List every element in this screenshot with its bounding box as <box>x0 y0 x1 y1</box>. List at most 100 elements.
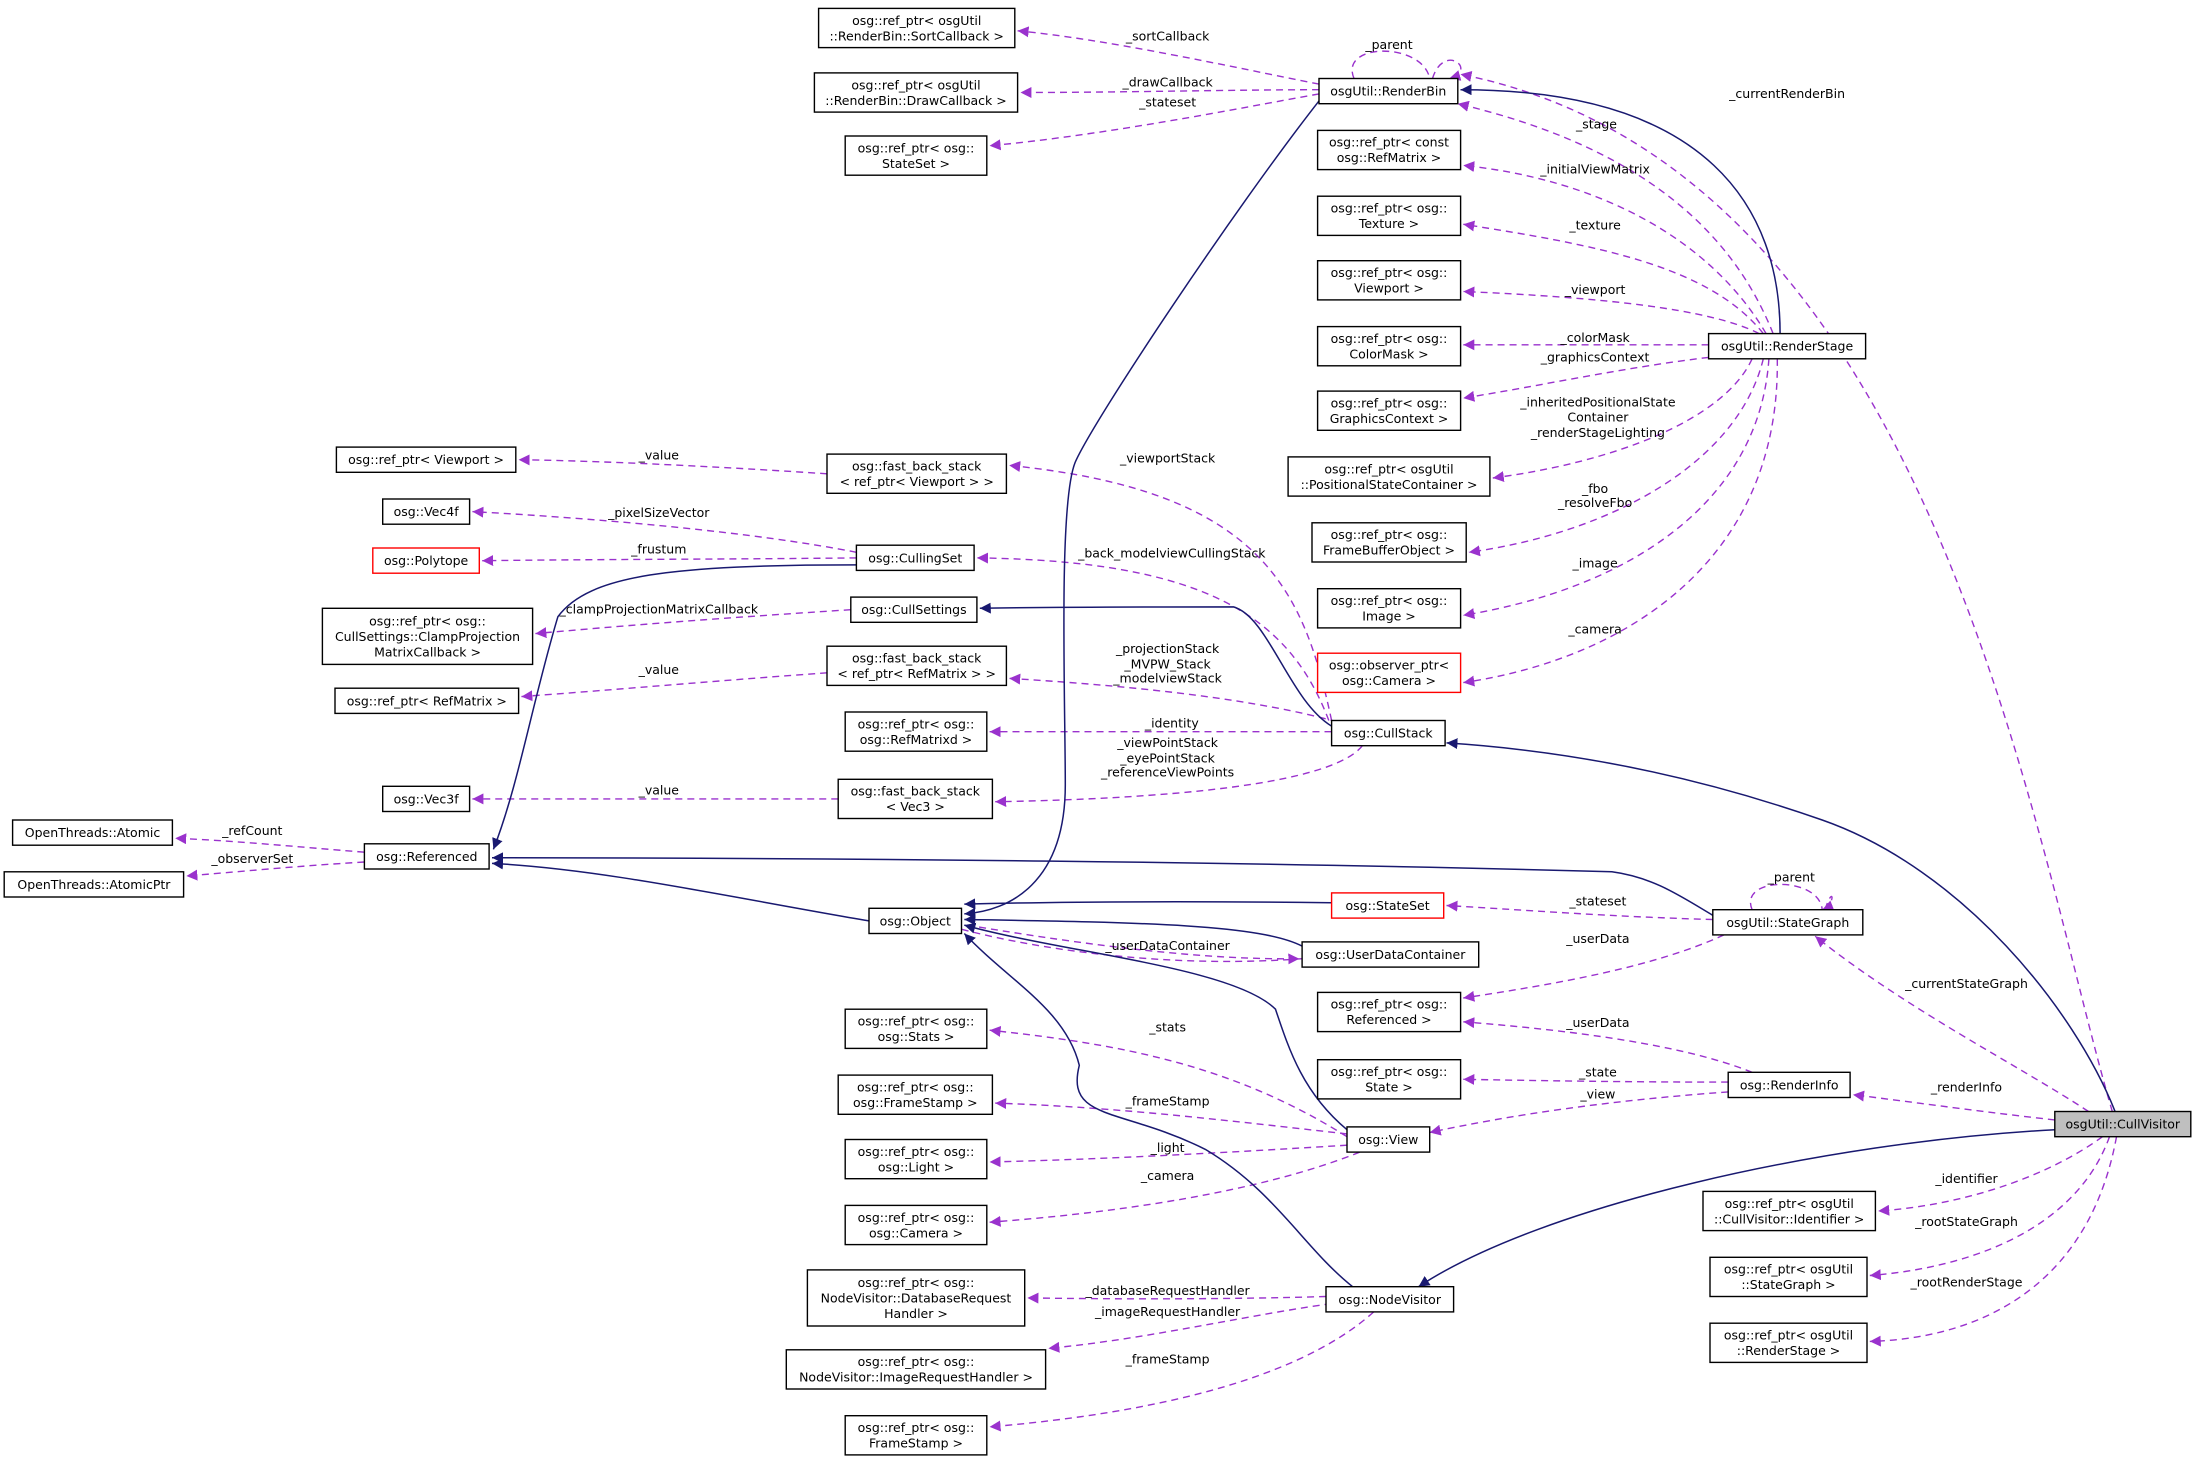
e-frustum-edge: _frustum <box>482 542 857 567</box>
class-node-rootrs[interactable]: osg::ref_ptr< osgUtil::RenderStage > <box>1709 1322 1868 1364</box>
class-node-framestamp2[interactable]: osg::ref_ptr< osg::FrameStamp > <box>844 1414 988 1456</box>
i-cs-cullset-edge <box>979 602 1332 727</box>
e-view-edge: _view <box>1429 1087 1729 1136</box>
class-node-nodevisitor[interactable]: osg::NodeVisitor <box>1325 1285 1455 1313</box>
class-name-line: osg::ref_ptr< osgUtil <box>1725 1196 1854 1211</box>
class-name-line: osg::ref_ptr< const <box>1329 135 1449 150</box>
class-node-cullstack[interactable]: osg::CullStack <box>1330 719 1446 747</box>
i-ss-obj-edge <box>964 898 1332 910</box>
class-node-object[interactable]: osg::Object <box>868 907 963 935</box>
edge-label: _light <box>1150 1140 1185 1155</box>
class-box <box>844 1414 988 1456</box>
edge-label: _projectionStack <box>1115 641 1220 656</box>
e-sortcb-edge: _sortCallback <box>1017 26 1320 85</box>
class-box <box>806 1269 1026 1327</box>
e-frustum-line <box>482 555 857 567</box>
i-cv-nv-edge <box>1418 1128 2055 1288</box>
e-stats-edge: _stats <box>989 1019 1348 1138</box>
class-node-atomicptr[interactable]: OpenThreads::AtomicPtr <box>3 871 185 898</box>
i-nv-obj-line <box>963 932 1354 1288</box>
class-node-cullsettings[interactable]: osg::CullSettings <box>850 596 978 623</box>
edge-label: _identifier <box>1934 1171 1998 1186</box>
class-node-obscam[interactable]: osg::observer_ptr<osg::Camera > <box>1316 652 1462 694</box>
class-node-fbs_rm[interactable]: osg::fast_back_stack< ref_ptr< RefMatrix… <box>826 645 1008 687</box>
class-name-line: osg::CullingSet <box>868 550 962 565</box>
class-node-viewport_ref[interactable]: osg::ref_ptr< osg::Viewport > <box>1316 260 1462 301</box>
class-node-texture[interactable]: osg::ref_ptr< osg::Texture > <box>1316 195 1462 237</box>
class-node-stategraph[interactable]: osgUtil::StateGraph <box>1712 909 1864 936</box>
class-node-refmatrixd[interactable]: osg::ref_ptr< osg::osg::RefMatrixd > <box>844 711 988 752</box>
class-node-psc[interactable]: osg::ref_ptr< osgUtil::PositionalStateCo… <box>1287 456 1491 497</box>
class-node-dbrh[interactable]: osg::ref_ptr< osg::NodeVisitor::Database… <box>806 1269 1026 1327</box>
class-node-cullingset[interactable]: osg::CullingSet <box>855 544 975 572</box>
class-node-refmatrix[interactable]: osg::ref_ptr< RefMatrix > <box>334 687 520 715</box>
class-node-colormask[interactable]: osg::ref_ptr< osg::ColorMask > <box>1316 325 1462 367</box>
class-box <box>837 1074 994 1115</box>
edge-label: _parent <box>1364 37 1412 52</box>
class-node-vec4f[interactable]: osg::Vec4f <box>382 498 471 525</box>
class-name-line: osg::ref_ptr< osgUtil <box>1724 1328 1853 1343</box>
class-node-renderbin[interactable]: osgUtil::RenderBin <box>1318 77 1459 105</box>
i-cullingset-ref-edge <box>492 564 857 850</box>
class-node-vec3f[interactable]: osg::Vec3f <box>382 785 471 813</box>
class-name-line: osg::ref_ptr< osg:: <box>858 140 975 155</box>
class-node-fbo[interactable]: osg::ref_ptr< osg::FrameBufferObject > <box>1311 522 1467 563</box>
class-node-gc[interactable]: osg::ref_ptr< osg::GraphicsContext > <box>1316 390 1462 432</box>
class-node-sortcb[interactable]: osg::ref_ptr< osgUtil::RenderBin::SortCa… <box>817 7 1016 49</box>
e-psc-edge: _inheritedPositionalStateContainer_rende… <box>1492 358 1753 483</box>
e-clampcb-line <box>535 609 851 639</box>
e-viewport-edge: _viewport <box>1463 282 1760 335</box>
class-node-state[interactable]: osg::ref_ptr< osg::State > <box>1316 1058 1462 1100</box>
class-box <box>1287 456 1491 497</box>
class-node-stats[interactable]: osg::ref_ptr< osg::osg::Stats > <box>844 1008 988 1050</box>
edge-label: _stateset <box>1568 893 1626 908</box>
class-node-udc[interactable]: osg::UserDataContainer <box>1301 941 1480 968</box>
class-node-drawcb[interactable]: osg::ref_ptr< osgUtil::RenderBin::DrawCa… <box>813 72 1019 113</box>
class-node-clampcb[interactable]: osg::ref_ptr< osg::CullSettings::ClampPr… <box>321 607 534 666</box>
edge-label: _rootRenderStage <box>1910 1275 2023 1290</box>
class-name-line: ::RenderBin::SortCallback > <box>829 28 1003 43</box>
class-node-stateset[interactable]: osg::StateSet <box>1330 892 1445 919</box>
class-name-line: osg::ref_ptr< osgUtil <box>1324 461 1453 476</box>
e-camera-rs-edge: _camera <box>1463 358 1779 687</box>
class-node-view[interactable]: osg::View <box>1346 1126 1431 1153</box>
class-name-line: FrameBufferObject > <box>1323 543 1455 558</box>
e-rootsg-line <box>1869 1136 2111 1281</box>
class-node-stateset_ref[interactable]: osg::ref_ptr< osg::StateSet > <box>844 135 988 176</box>
e-clampcb-edge: _clampProjectionMatrixCallback <box>535 602 851 639</box>
e-fbo-edge: _fbo_resolveFbo <box>1468 358 1764 557</box>
e-framestamp1-line <box>995 1097 1348 1135</box>
class-node-identifier[interactable]: osg::ref_ptr< osgUtil::CullVisitor::Iden… <box>1702 1190 1877 1232</box>
i-nv-obj-edge <box>963 932 1354 1288</box>
class-node-renderstage[interactable]: osgUtil::RenderStage <box>1707 332 1867 360</box>
class-node-referenced_ref[interactable]: osg::ref_ptr< osg::Referenced > <box>1316 991 1462 1033</box>
class-box <box>1712 909 1864 936</box>
class-box <box>1316 652 1462 694</box>
class-node-atomic[interactable]: OpenThreads::Atomic <box>11 819 174 846</box>
class-node-framestamp1[interactable]: osg::ref_ptr< osg::osg::FrameStamp > <box>837 1074 994 1115</box>
class-node-renderinfo[interactable]: osg::RenderInfo <box>1727 1071 1851 1099</box>
class-node-polytope[interactable]: osg::Polytope <box>372 547 480 574</box>
class-node-vp2[interactable]: osg::ref_ptr< Viewport > <box>335 446 517 474</box>
class-name-line: osg::ref_ptr< osg:: <box>858 1014 975 1029</box>
edge-label: _observerSet <box>210 851 293 866</box>
class-node-fbs_vp[interactable]: osg::fast_back_stack< ref_ptr< Viewport … <box>826 453 1008 495</box>
class-node-referenced[interactable]: osg::Referenced <box>363 843 490 870</box>
edge-label: _frustum <box>630 542 686 557</box>
e-projstack-edge: _projectionStack_MVPW_Stack_modelviewSta… <box>1009 641 1338 723</box>
class-box <box>826 453 1008 495</box>
class-node-fbs_v3[interactable]: osg::fast_back_stack< Vec3 > <box>837 778 994 820</box>
class-node-image[interactable]: osg::ref_ptr< osg::Image > <box>1316 588 1462 629</box>
e-value-vp-edge: _value <box>518 448 828 475</box>
class-name-line: osg::observer_ptr< <box>1329 658 1449 673</box>
class-name-line: Referenced > <box>1346 1012 1431 1027</box>
e-stage-edge: _stage <box>1457 100 1774 334</box>
class-node-irh[interactable]: osg::ref_ptr< osg::NodeVisitor::ImageReq… <box>785 1349 1047 1390</box>
edge-label: _viewport <box>1564 282 1626 297</box>
class-node-light[interactable]: osg::ref_ptr< osg::osg::Light > <box>844 1138 988 1180</box>
class-node-camera[interactable]: osg::ref_ptr< osg::osg::Camera > <box>844 1204 988 1246</box>
class-node-cullvisitor[interactable]: osgUtil::CullVisitor <box>2054 1110 2192 1138</box>
class-node-rootsg[interactable]: osg::ref_ptr< osgUtil::StateGraph > <box>1709 1256 1868 1298</box>
e-identifier-edge: _identifier <box>1878 1136 2103 1216</box>
